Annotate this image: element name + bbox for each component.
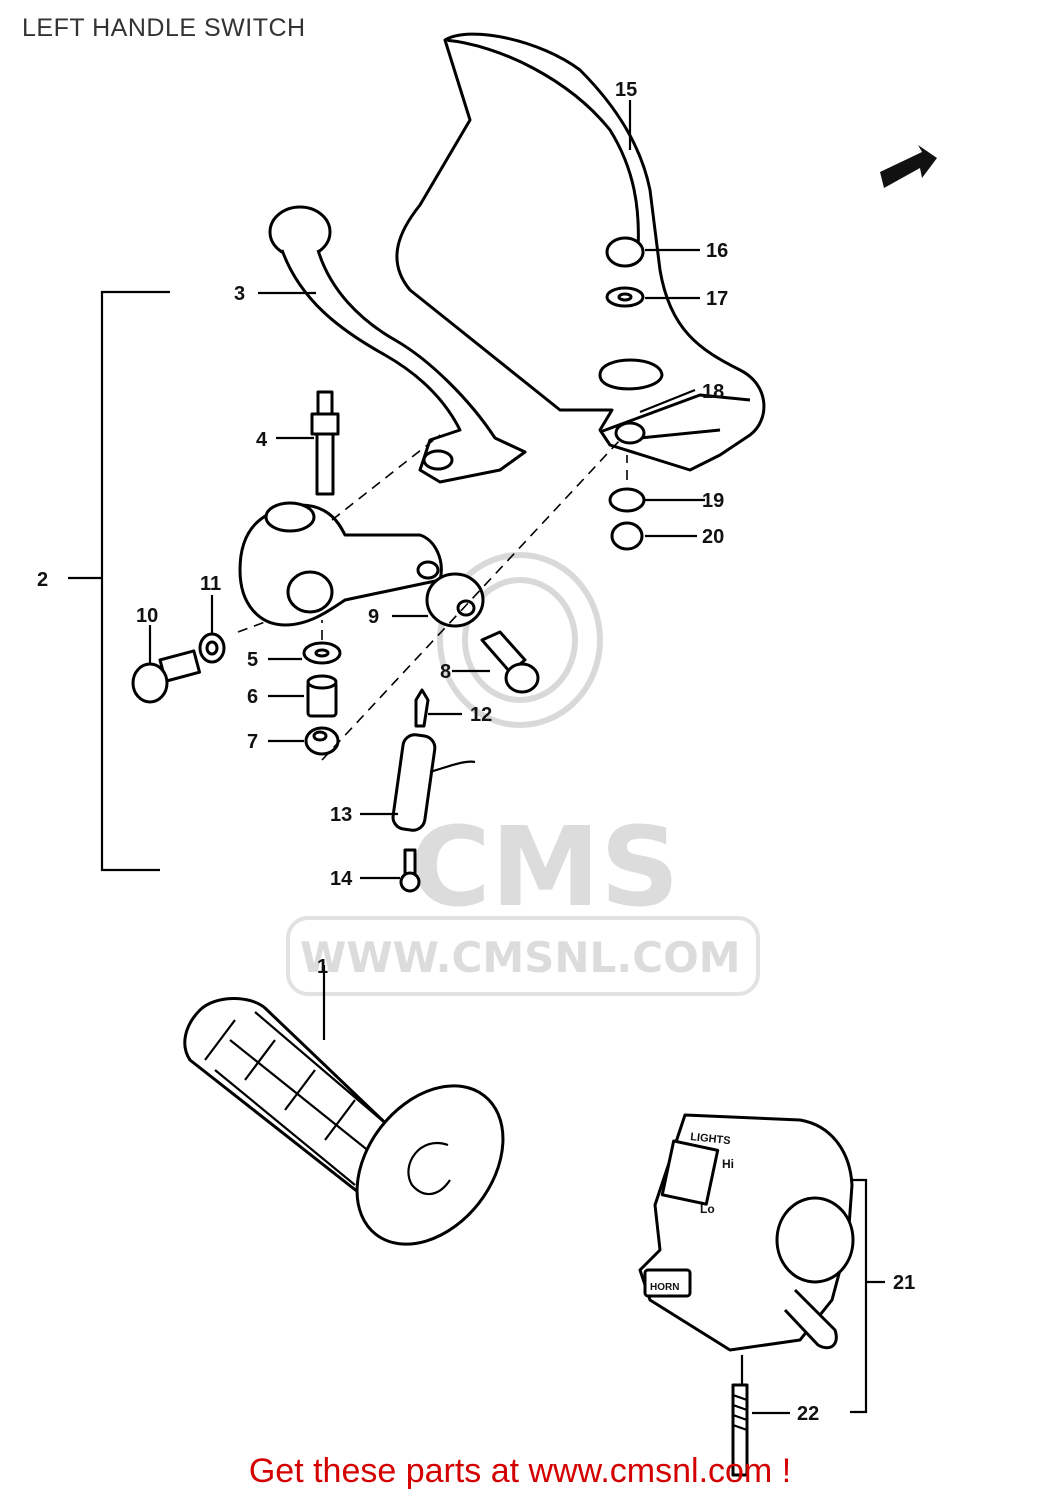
- mount-bracket: [598, 358, 664, 445]
- part-label: 3: [234, 283, 245, 305]
- switch-hi-label: Hi: [722, 1157, 734, 1171]
- part-labels: 1 2 3 4 5 6 7 8 9 10 11 12 13 14 15 16 1…: [37, 79, 915, 1425]
- group-bracket-21: [850, 1178, 885, 1414]
- footer-link[interactable]: Get these parts at www.cmsnl.com !: [248, 1452, 792, 1490]
- watermark-logo: CMS: [410, 803, 679, 931]
- direction-arrow-icon: [880, 145, 937, 188]
- part-label: 16: [706, 240, 728, 262]
- washer-17: [605, 286, 645, 308]
- assembly-line: [321, 439, 621, 761]
- clutch-lever: [268, 205, 527, 484]
- part-label: 11: [200, 573, 221, 595]
- part-label: 15: [615, 79, 637, 101]
- part-label: 9: [368, 606, 379, 628]
- adjuster-nut: [425, 572, 485, 628]
- stud-bolt: [310, 390, 340, 496]
- nut-20: [610, 521, 644, 551]
- handlebar-grip: [183, 997, 505, 1246]
- pivot-bolt: [480, 630, 540, 694]
- part-label: 5: [247, 649, 258, 671]
- switch-lights-label: LIGHTS: [690, 1131, 731, 1147]
- washer-5: [302, 641, 342, 665]
- part-label: 14: [330, 868, 353, 890]
- handle-switch-assembly: LIGHTS Hi Lo HORN: [638, 1113, 855, 1352]
- switch-lo-label: Lo: [700, 1202, 715, 1216]
- part-label: 22: [797, 1403, 819, 1425]
- screw-12: [414, 688, 430, 728]
- part-label: 21: [893, 1272, 915, 1294]
- diagram-title: LEFT HANDLE SWITCH: [22, 14, 306, 42]
- part-label: 8: [440, 661, 451, 683]
- nut-19: [608, 487, 646, 513]
- part-label: 18: [702, 381, 724, 403]
- part-label: 6: [247, 686, 258, 708]
- washer-11: [198, 632, 226, 664]
- watermark: CMS WWW.CMSNL.COM: [286, 552, 760, 996]
- part-label: 17: [706, 288, 728, 310]
- assembly-line: [237, 621, 266, 633]
- cap-16: [605, 236, 645, 268]
- spacer-6: [306, 674, 338, 718]
- leader-lines: [148, 100, 790, 1415]
- part-label: 12: [470, 704, 492, 726]
- clutch-switch: [391, 733, 476, 832]
- screw-14: [399, 848, 421, 893]
- part-label: 13: [330, 804, 352, 826]
- watermark-url: WWW.CMSNL.COM: [300, 933, 741, 982]
- nut-7: [304, 726, 340, 756]
- part-label: 20: [702, 526, 724, 548]
- part-label: 7: [247, 731, 258, 753]
- assembly-line: [331, 434, 441, 521]
- part-label: 1: [317, 956, 328, 978]
- lever-holder: [238, 501, 443, 627]
- group-bracket-2: [68, 290, 170, 872]
- screw-22: [731, 1383, 749, 1477]
- part-label: 19: [702, 490, 724, 512]
- part-label: 2: [37, 569, 48, 591]
- part-label: 4: [256, 429, 268, 451]
- clamp-bolt: [131, 649, 202, 704]
- switch-horn-label: HORN: [650, 1282, 679, 1293]
- part-label: 10: [136, 605, 158, 627]
